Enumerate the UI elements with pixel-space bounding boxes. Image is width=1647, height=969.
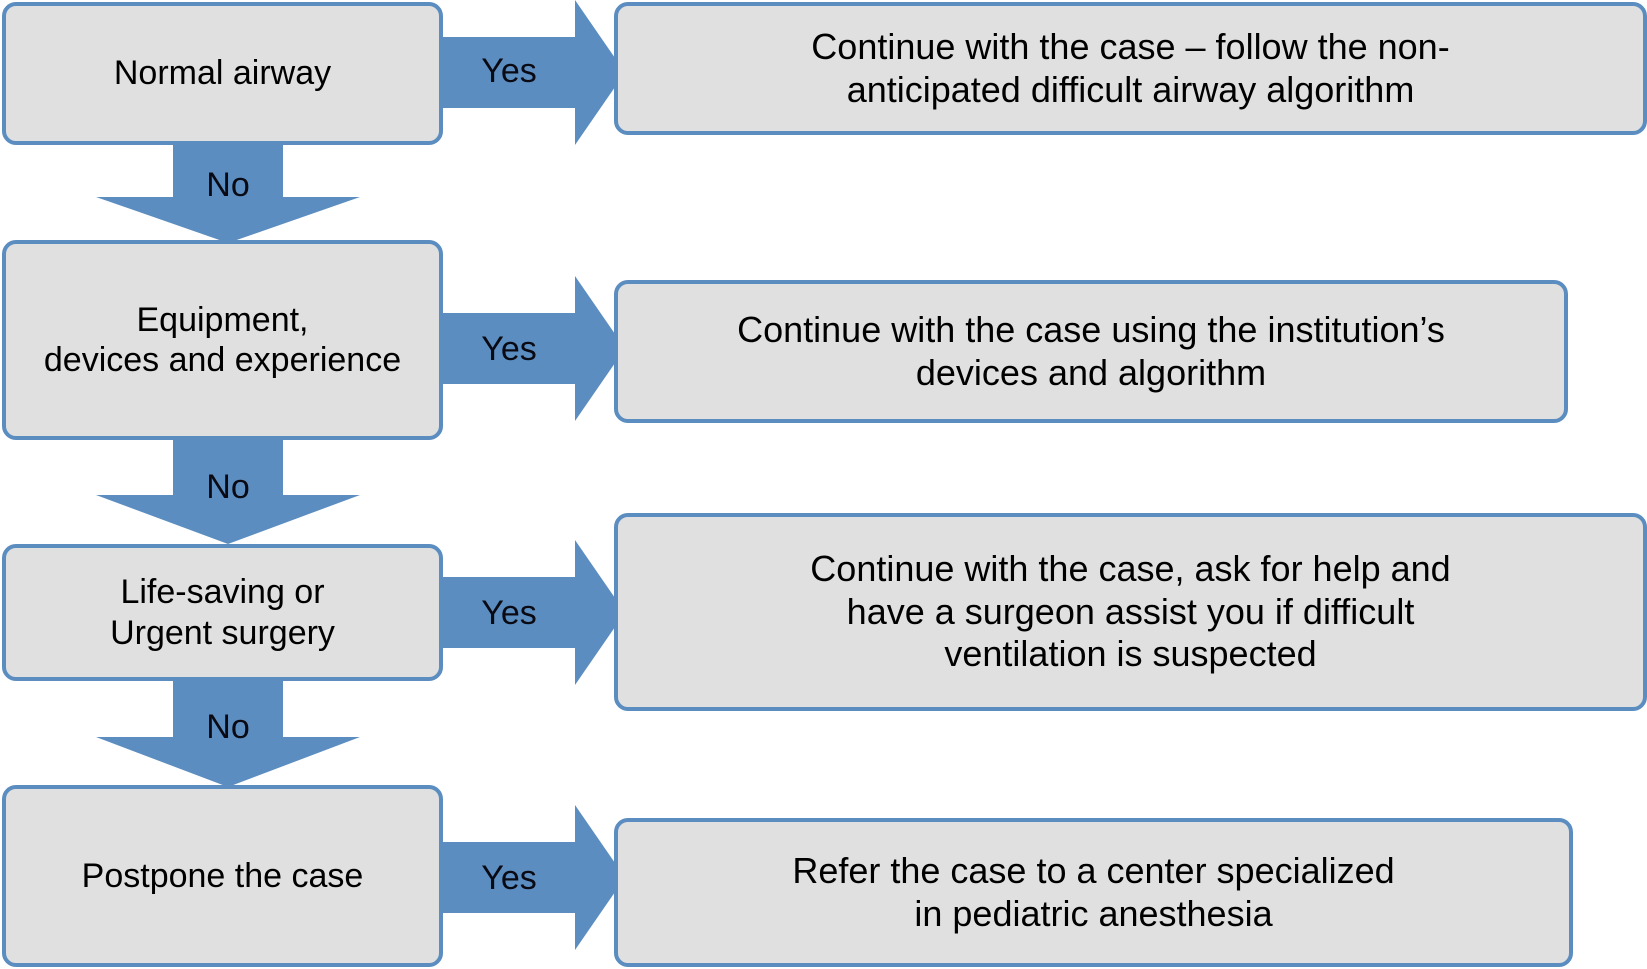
decision-box-normal-airway[interactable]: Normal airway (2, 2, 443, 145)
decision-label: Equipment, devices and experience (43, 300, 402, 379)
action-label: Refer the case to a center specialized i… (792, 850, 1395, 934)
decision-box-equipment-devices-experience[interactable]: Equipment, devices and experience (2, 240, 443, 440)
action-box-row-4[interactable]: Refer the case to a center specialized i… (614, 818, 1573, 967)
action-label: Continue with the case using the institu… (737, 309, 1445, 393)
decision-label: Normal airway (113, 54, 332, 93)
decision-box-life-saving-urgent-surgery[interactable]: Life-saving or Urgent surgery (2, 544, 443, 681)
decision-label: Life-saving or Urgent surgery (110, 573, 335, 652)
yes-arrow-row-1 (443, 0, 625, 145)
action-box-row-1[interactable]: Continue with the case – follow the non-… (614, 2, 1647, 135)
no-arrow-row-3 (96, 679, 360, 787)
yes-arrow-row-2 (443, 276, 625, 421)
decision-label: Postpone the case (81, 856, 364, 895)
yes-arrow-row-4 (443, 805, 625, 950)
action-box-row-3[interactable]: Continue with the case, ask for help and… (614, 513, 1647, 711)
no-arrow-row-2 (96, 438, 360, 544)
no-arrow-row-1 (96, 143, 360, 243)
action-label: Continue with the case – follow the non-… (811, 26, 1450, 110)
yes-arrow-row-3 (443, 540, 625, 685)
action-label: Continue with the case, ask for help and… (810, 548, 1451, 675)
decision-box-postpone-the-case[interactable]: Postpone the case (2, 785, 443, 967)
action-box-row-2[interactable]: Continue with the case using the institu… (614, 280, 1568, 423)
